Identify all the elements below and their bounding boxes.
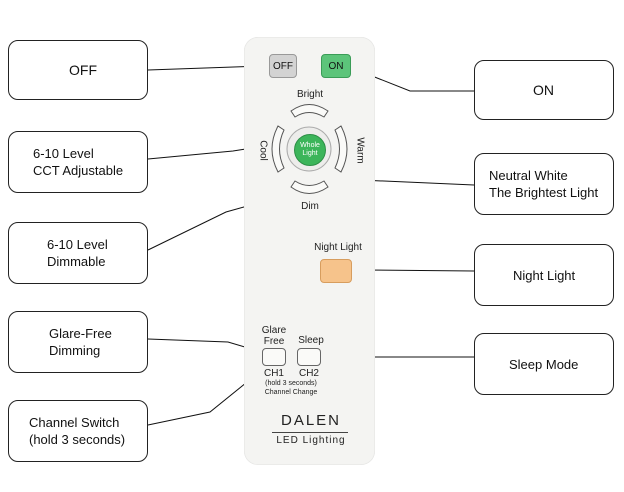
ch2-label: CH2 bbox=[298, 368, 319, 379]
callout-dimmable: 6-10 Level Dimmable bbox=[8, 222, 148, 284]
brand-name: DALEN bbox=[280, 412, 342, 429]
callout-on: ON bbox=[474, 60, 614, 120]
remote-control: OFF ON Bright Dim Cool Warm Whole Light … bbox=[244, 37, 375, 465]
ch1-label: CH1 bbox=[263, 368, 284, 379]
brand-subtitle: LED Lighting bbox=[276, 435, 346, 446]
night-light-button[interactable] bbox=[320, 259, 352, 283]
callout-off-text: OFF bbox=[69, 61, 97, 78]
callout-off: OFF bbox=[8, 40, 148, 100]
whole-light-label: Whole Light bbox=[300, 142, 320, 157]
night-light-label: Night Light bbox=[314, 242, 362, 253]
callout-cct-text: 6-10 Level CCT Adjustable bbox=[33, 146, 124, 178]
connector-cct bbox=[147, 146, 253, 160]
ch2-button[interactable] bbox=[297, 348, 321, 366]
cool-button[interactable] bbox=[271, 125, 285, 173]
whole-light-button[interactable]: Whole Light bbox=[294, 134, 326, 166]
bright-label: Bright bbox=[296, 89, 324, 100]
callout-glare: Glare-Free Dimming bbox=[8, 311, 148, 373]
callout-channel: Channel Switch (hold 3 seconds) bbox=[8, 400, 148, 462]
callout-night: Night Light bbox=[474, 244, 614, 306]
callout-cct: 6-10 Level CCT Adjustable bbox=[8, 131, 148, 193]
channel-note: (hold 3 seconds) Channel Change bbox=[264, 380, 318, 396]
off-button[interactable]: OFF bbox=[269, 54, 297, 78]
callout-sleep-text: Sleep Mode bbox=[509, 356, 579, 372]
off-button-label: OFF bbox=[273, 60, 293, 72]
dim-button[interactable] bbox=[290, 180, 329, 194]
callout-sleep: Sleep Mode bbox=[474, 333, 614, 395]
warm-button[interactable] bbox=[334, 125, 348, 173]
connector-glare bbox=[147, 338, 256, 351]
glare-free-label: Glare Free bbox=[261, 325, 287, 347]
callout-on-text: ON bbox=[533, 81, 554, 98]
callout-night-text: Night Light bbox=[513, 267, 576, 283]
callout-dimmable-text: 6-10 Level Dimmable bbox=[47, 237, 108, 269]
dim-label: Dim bbox=[301, 201, 319, 212]
sleep-label: Sleep bbox=[298, 335, 324, 346]
callout-neutral: Neutral White The Brightest Light bbox=[474, 153, 614, 215]
callout-neutral-text: Neutral White The Brightest Light bbox=[489, 168, 599, 200]
bright-button[interactable] bbox=[290, 104, 329, 118]
callout-glare-text: Glare-Free Dimming bbox=[49, 326, 112, 358]
on-button-label: ON bbox=[328, 60, 344, 72]
ch1-button[interactable] bbox=[262, 348, 286, 366]
connector-on bbox=[361, 71, 474, 92]
connector-night bbox=[361, 267, 475, 274]
connector-channel bbox=[147, 373, 258, 426]
on-button[interactable]: ON bbox=[321, 54, 351, 78]
callout-channel-text: Channel Switch (hold 3 seconds) bbox=[29, 415, 126, 447]
connector-off bbox=[147, 63, 264, 71]
brand-divider bbox=[272, 432, 348, 433]
